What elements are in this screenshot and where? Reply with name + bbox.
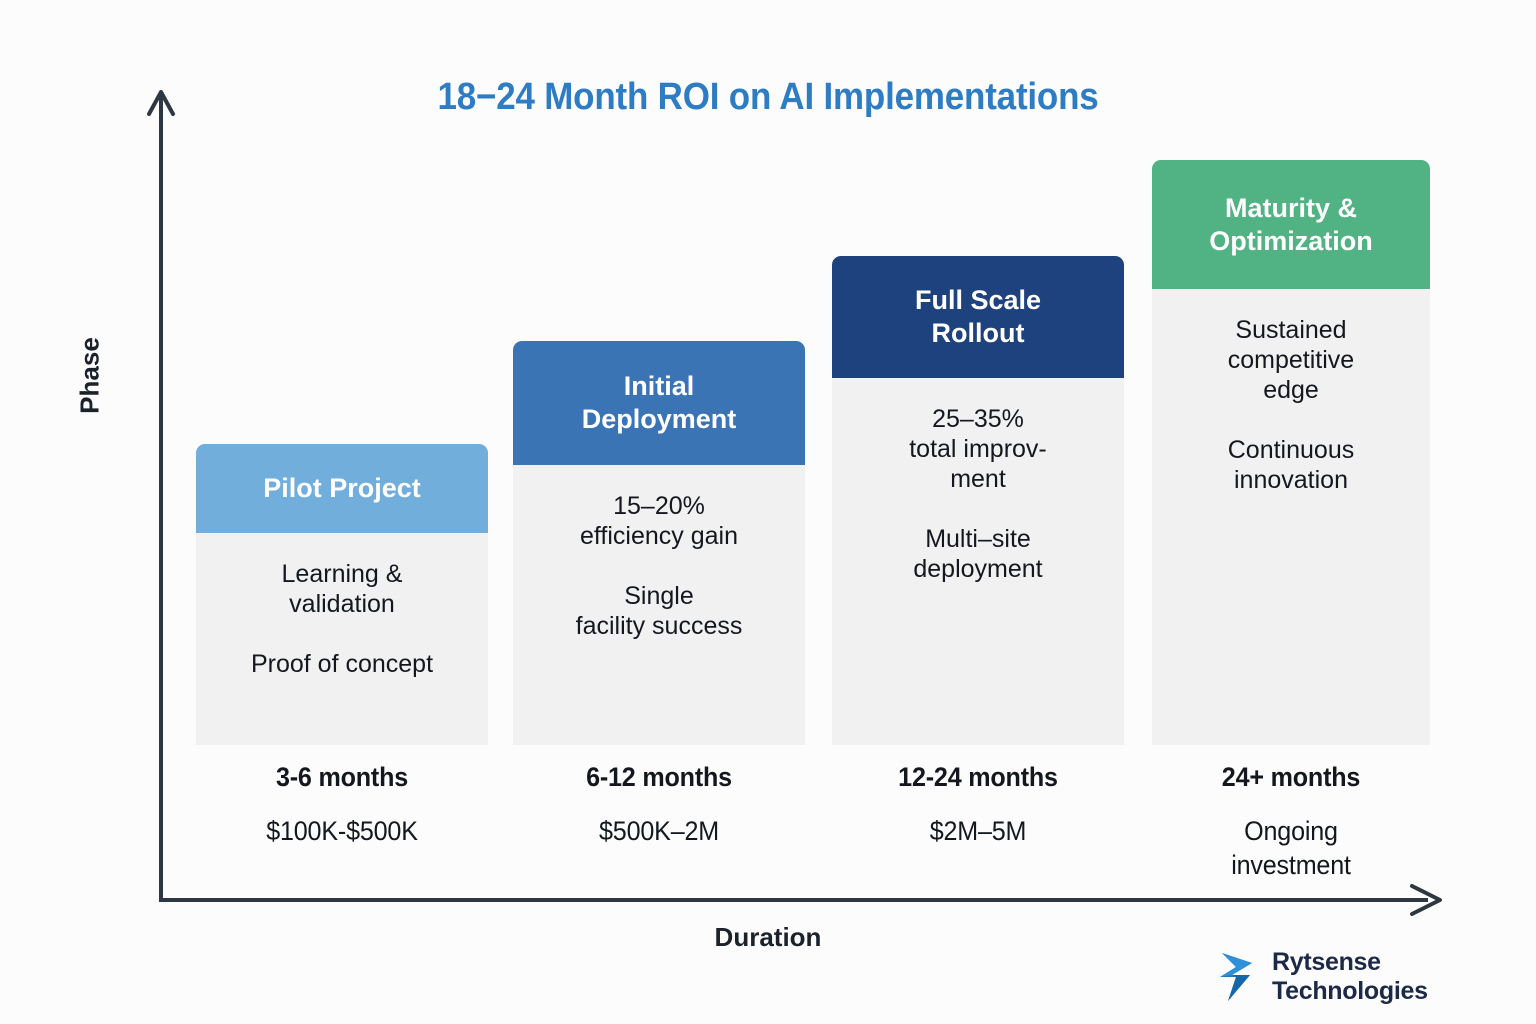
y-axis-label: Phase [74,337,105,414]
bar-detail: Proof of concept [250,650,434,678]
bar-footer-phase-3: 12-24 months $2M‒5M [832,762,1124,849]
bar-phase-1[interactable]: Pilot Project Learning & validation Proo… [196,444,488,745]
bar-footer-phase-4: 24+ months Ongoing investment [1152,762,1430,883]
bar-detail: Continuous innovation [1227,436,1355,494]
bar-body-phase-1: Learning & validation Proof of concept [196,533,488,689]
bar-detail: Sustained competitive edge [1227,316,1355,404]
bar-phase-2[interactable]: Initial Deployment 15‒20% efficiency gai… [513,341,805,745]
bar-detail: Single facility success [575,582,743,640]
bar-duration-label: 6-12 months [586,762,732,792]
bar-footer-phase-2: 6-12 months $500K‒2M [513,762,805,849]
page-title: 18−24 Month ROI on AI Implementations [437,76,1099,118]
bar-detail: 15‒20% efficiency gain [580,492,738,550]
bar-header-phase-4: Maturity & Optimization [1152,160,1430,289]
bar-footer-phase-1: 3-6 months $100K-$500K [196,762,488,849]
bar-cost-label: $2M‒5M [929,816,1027,846]
brand-name: Rytsense Technologies [1272,948,1428,1005]
bar-detail: 25‒35% total improv- ment [909,405,1047,493]
bar-detail: Multi‒site deployment [913,525,1043,583]
bar-duration-label: 24+ months [1221,762,1361,792]
bar-phase-4[interactable]: Maturity & Optimization Sustained compet… [1152,160,1430,745]
bar-phase-3[interactable]: Full Scale Rollout 25‒35% total improv- … [832,256,1124,745]
bar-duration-label: 12-24 months [898,762,1058,792]
bar-cost-label: $100K-$500K [266,816,418,846]
bar-header-phase-1: Pilot Project [196,444,488,533]
x-axis-label: Duration [714,922,822,952]
bar-body-phase-4: Sustained competitive edge Continuous in… [1152,289,1430,505]
bar-body-phase-3: 25‒35% total improv- ment Multi‒site dep… [832,378,1124,594]
bar-duration-label: 3-6 months [275,762,409,792]
bar-header-phase-3: Full Scale Rollout [832,256,1124,378]
bar-cost-label: $500K‒2M [599,816,719,846]
brand-logo: Rytsense Technologies [1218,948,1536,1006]
bar-detail: Learning & validation [281,560,403,618]
bar-body-phase-2: 15‒20% efficiency gain Single facility s… [513,465,805,651]
arrow-chevron-icon [1218,951,1260,1003]
bar-header-phase-2: Initial Deployment [513,341,805,465]
bar-cost-label: Ongoing investment [1231,816,1351,880]
